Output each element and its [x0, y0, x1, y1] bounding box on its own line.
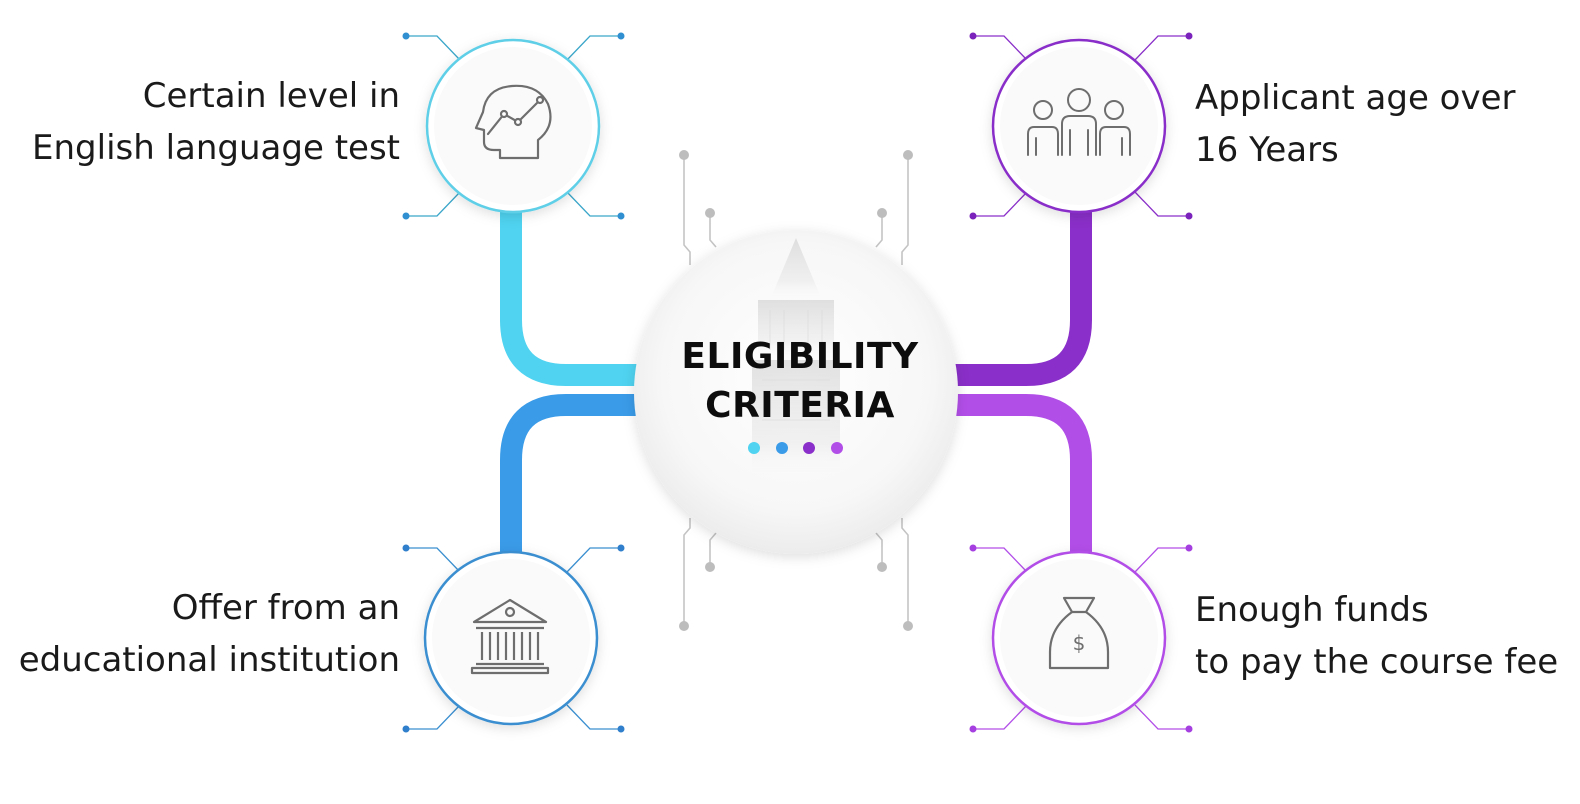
criterion-age-label: Applicant age over 16 Years — [1195, 78, 1516, 170]
svg-text:$: $ — [1073, 631, 1086, 655]
node-top-left-branches — [408, 35, 619, 217]
connectors — [500, 212, 1092, 558]
center-title-line1: ELIGIBILITY — [681, 336, 919, 377]
criterion-funds-label: Enough funds to pay the course fee — [1195, 590, 1559, 682]
node-top-right-dots — [969, 32, 1193, 220]
node-bottom-left-branches — [408, 547, 619, 730]
node-top-right — [991, 38, 1167, 214]
node-top-left-dots — [402, 32, 625, 220]
head-chart-icon — [474, 84, 552, 160]
center-circle — [634, 230, 958, 554]
connector-top-left — [500, 212, 645, 386]
node-top-left — [425, 38, 601, 214]
center-title-line2: CRITERIA — [705, 385, 895, 426]
node-bottom-right-dots — [969, 544, 1193, 733]
circuit-lines — [683, 155, 909, 626]
node-bottom-right: $ — [991, 550, 1167, 726]
institution-building-icon — [470, 598, 550, 675]
tower-illustration — [752, 238, 840, 480]
criterion-offer-label: Offer from an educational institution — [18, 588, 400, 680]
connector-bottom-left — [500, 394, 645, 558]
node-bottom-right-branches — [975, 547, 1187, 730]
connector-bottom-right — [955, 394, 1092, 558]
connector-top-right — [955, 212, 1092, 386]
money-bag-icon: $ — [1048, 596, 1110, 670]
center-color-dots — [748, 442, 843, 454]
people-group-icon — [1027, 88, 1131, 156]
circuit-dots — [679, 150, 913, 631]
criterion-english-label: Certain level in English language test — [32, 76, 400, 168]
node-bottom-left-dots — [402, 544, 625, 733]
node-top-right-branches — [975, 35, 1187, 217]
center-title: ELIGIBILITY CRITERIA — [640, 332, 960, 430]
node-bottom-left — [423, 550, 599, 726]
